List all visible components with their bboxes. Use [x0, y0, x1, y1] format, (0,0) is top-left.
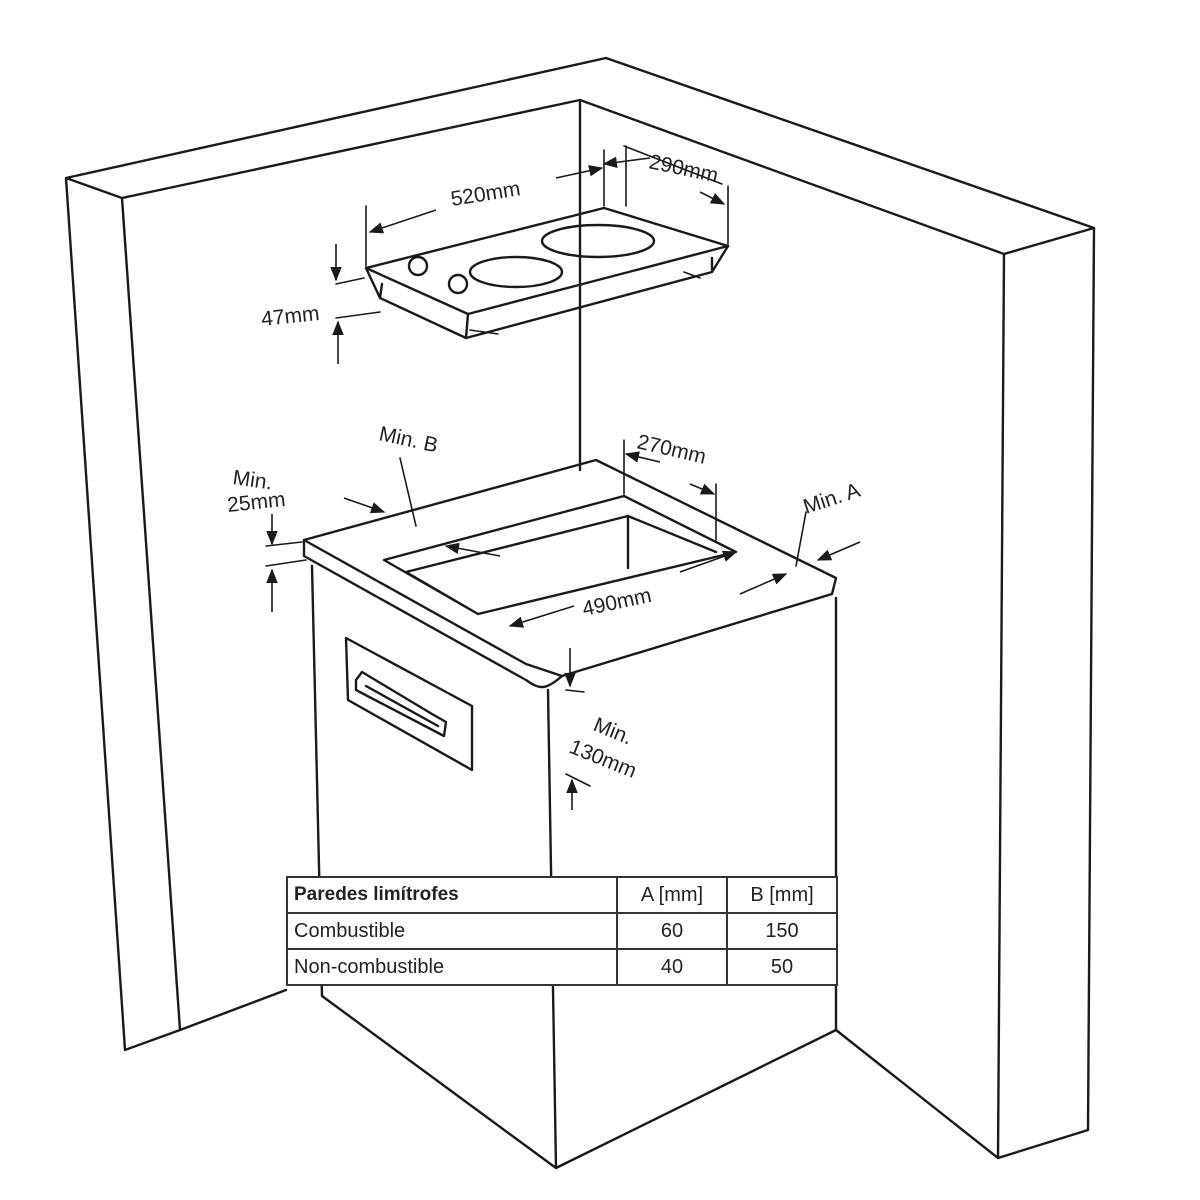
- dim-min-front-line2: 25mm: [226, 488, 286, 517]
- table-cell: 150: [726, 912, 838, 950]
- wall-floor-line: [178, 988, 288, 1032]
- countertop: [302, 458, 838, 689]
- table-header-cell: B [mm]: [726, 876, 838, 914]
- right-wall: [834, 226, 1096, 1160]
- dim-hob-width: 520mm: [449, 177, 522, 211]
- dim-cutout-width: 490mm: [580, 584, 653, 621]
- dim-hob-height: 47mm: [260, 302, 320, 331]
- clearance-table: Paredes limítrofes A [mm] B [mm] Combust…: [286, 876, 838, 986]
- table-row: Non-combustible 40 50: [286, 948, 838, 986]
- cabinet: [302, 458, 838, 1170]
- table-cell: Non-combustible: [286, 948, 618, 986]
- walls: [64, 56, 1096, 1160]
- burner-large: [540, 223, 656, 259]
- control-knob-1: [407, 255, 429, 277]
- table-header-cell: A [mm]: [616, 876, 728, 914]
- cutout: [382, 494, 738, 616]
- table-header-row: Paredes limítrofes A [mm] B [mm]: [286, 876, 838, 914]
- hob-body: [364, 244, 730, 340]
- dim-min-b: Min. B: [377, 422, 440, 457]
- table-cell: Combustible: [286, 912, 618, 950]
- table-cell: 50: [726, 948, 838, 986]
- hob: [364, 206, 730, 340]
- dim-cutout-depth: 270mm: [635, 430, 708, 468]
- table-header-cell: Paredes limítrofes: [286, 876, 618, 914]
- drawer-handle: [354, 670, 448, 738]
- table-row: Combustible 60 150: [286, 912, 838, 950]
- control-knob-2: [447, 273, 469, 295]
- table-cell: 60: [616, 912, 728, 950]
- table-cell: 40: [616, 948, 728, 986]
- dim-hob-depth: 290mm: [647, 150, 720, 187]
- cabinet-dimensions: 270mm 490mm Min. B Min. A Min. 25mm Min.…: [226, 422, 863, 810]
- drawer-front: [344, 636, 474, 772]
- hob-feet: [469, 271, 701, 335]
- dim-min-a: Min. A: [800, 479, 863, 519]
- cabinet-body: [310, 564, 838, 1170]
- burner-small: [468, 255, 564, 289]
- dim-min-front-line1: Min.: [231, 466, 274, 494]
